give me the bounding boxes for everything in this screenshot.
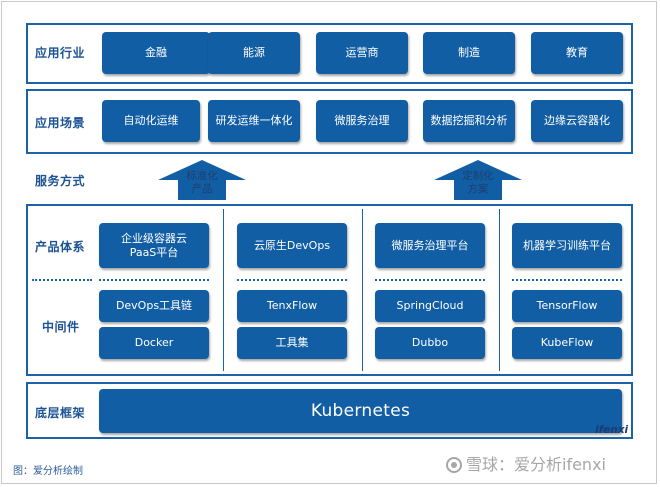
- industry-finance: 金融: [102, 32, 210, 74]
- middleware-devops-toolchain: DevOps工具链: [99, 290, 209, 322]
- standard-product-arrow: [158, 160, 246, 200]
- scenario-microservice: 微服务治理: [316, 100, 408, 142]
- industry-manufacturing: 制造: [423, 32, 515, 74]
- middleware-toolset: 工具集: [237, 327, 347, 359]
- row-divider: [32, 279, 92, 281]
- middleware-dubbo: Dubbo: [375, 327, 485, 359]
- product-paas-platform: 企业级容器云 PaaS平台: [99, 223, 209, 268]
- column-divider-dotted: [375, 279, 485, 281]
- scenario-edge-cloud: 边缘云容器化: [531, 100, 623, 142]
- watermark-text: 雪球：爱分析ifenxi: [466, 455, 606, 474]
- column-divider-dotted: [99, 279, 209, 281]
- brand-logo-text: ifenxi: [595, 424, 629, 436]
- column-divider-dotted: [512, 279, 622, 281]
- base-framework-row-label: 底层框架: [35, 406, 86, 420]
- snowball-icon: [446, 457, 462, 473]
- scenario-data-mining: 数据挖掘和分析: [423, 100, 515, 142]
- middleware-kubeflow: KubeFlow: [512, 327, 622, 359]
- column-divider: [499, 209, 500, 371]
- middleware-docker: Docker: [99, 327, 209, 359]
- product-cloud-native-devops: 云原生DevOps: [237, 223, 347, 268]
- column-divider: [362, 209, 363, 371]
- product-microservice-platform: 微服务治理平台: [375, 223, 485, 268]
- custom-solution-arrow: [434, 160, 522, 200]
- industry-education: 教育: [531, 32, 623, 74]
- middleware-springcloud: SpringCloud: [375, 290, 485, 322]
- industry-energy: 能源: [208, 32, 300, 74]
- industry-row-label: 应用行业: [35, 46, 86, 60]
- column-divider: [223, 209, 224, 371]
- industry-telecom: 运营商: [316, 32, 408, 74]
- figure-caption: 图：爱分析绘制: [13, 466, 83, 477]
- standard-product-label: 标准化 产品: [186, 170, 218, 195]
- scenario-row-label: 应用场景: [35, 116, 86, 130]
- kubernetes-block: Kubernetes: [99, 389, 622, 433]
- middleware-tensorflow: TensorFlow: [512, 290, 622, 322]
- scenario-auto-ops: 自动化运维: [102, 100, 200, 142]
- service-mode-row-label: 服务方式: [35, 174, 86, 188]
- custom-solution-label: 定制化 方案: [462, 170, 494, 195]
- column-divider-dotted: [237, 279, 347, 281]
- middleware-tenxflow: TenxFlow: [237, 290, 347, 322]
- scenario-devops: 研发运维一体化: [208, 100, 300, 142]
- product-row-label: 产品体系: [35, 240, 86, 254]
- watermark: 雪球：爱分析ifenxi: [446, 451, 606, 475]
- product-ml-training-platform: 机器学习训练平台: [512, 223, 622, 268]
- middleware-row-label: 中间件: [42, 320, 80, 334]
